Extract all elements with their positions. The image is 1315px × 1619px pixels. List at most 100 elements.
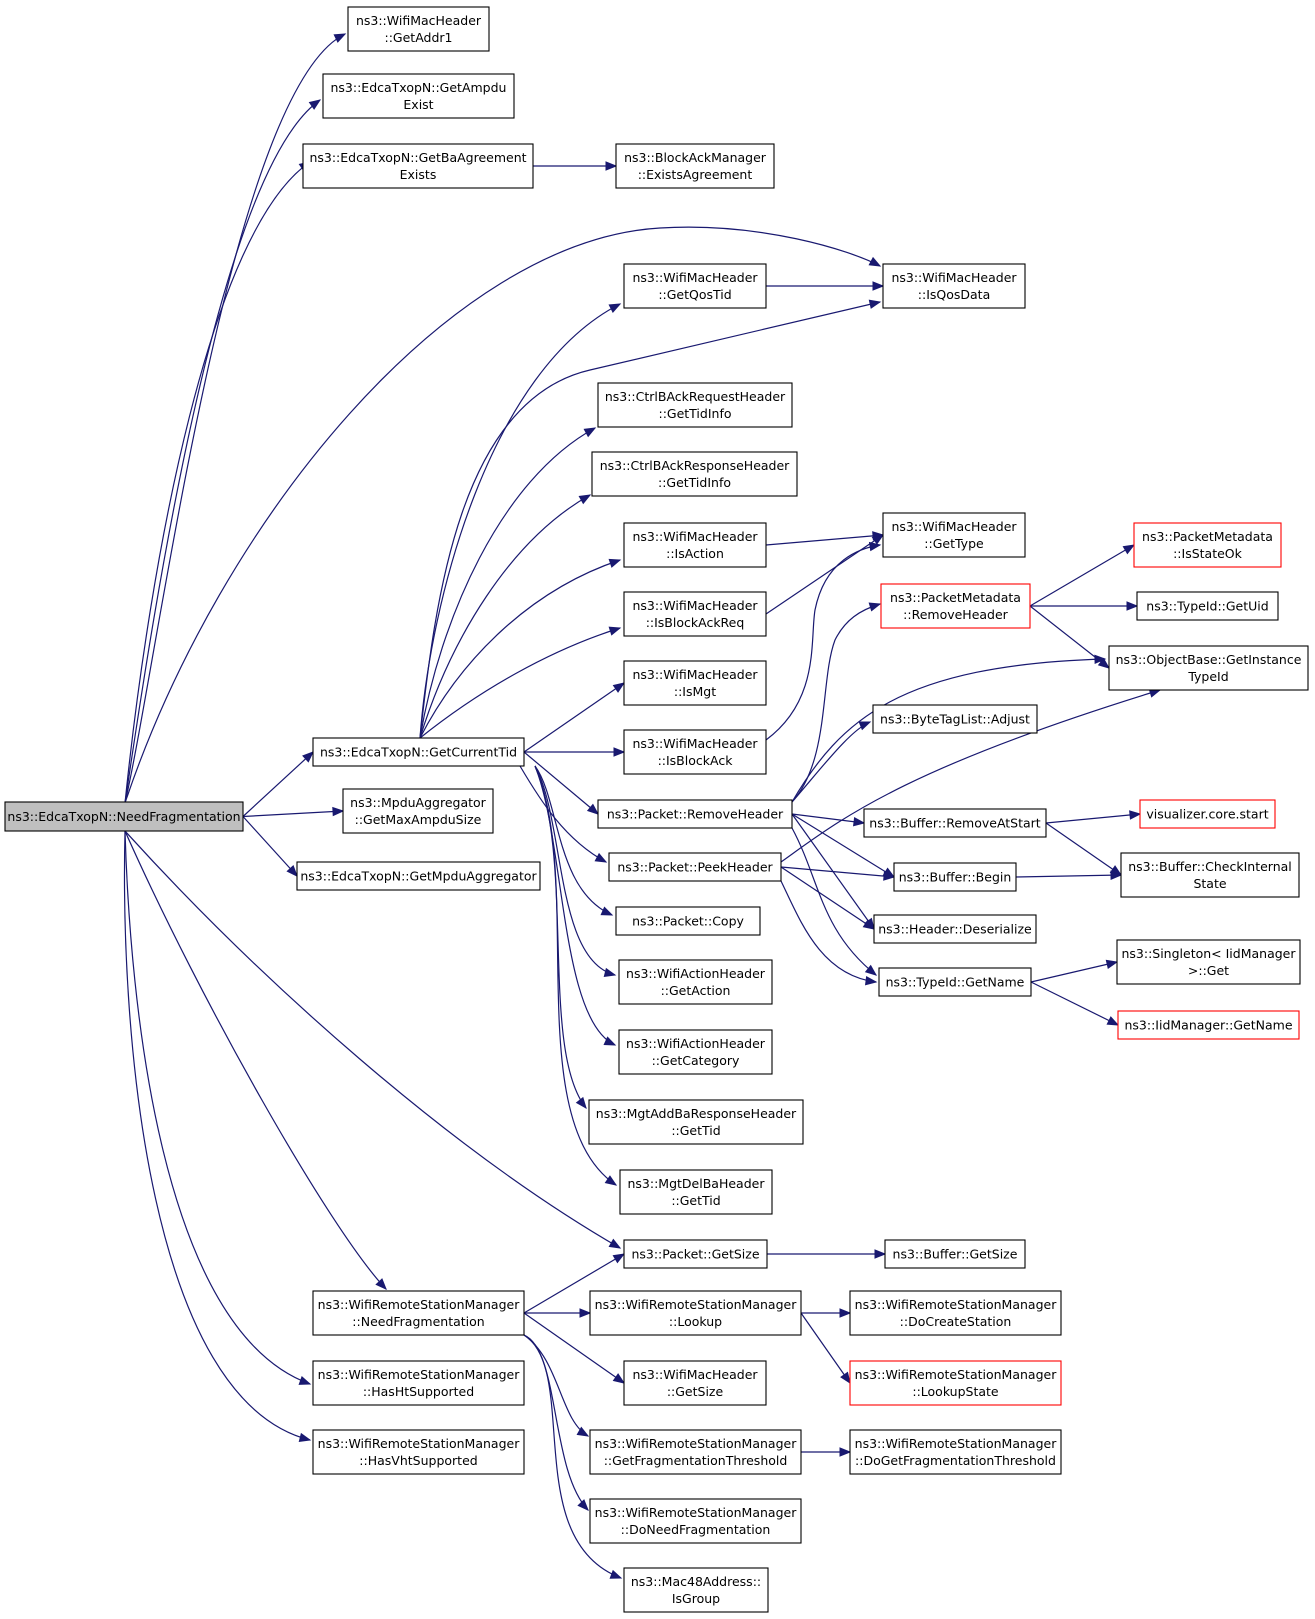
graph-node-n29[interactable]: ns3::Header::Deserialize — [873, 914, 1037, 944]
graph-node-n47[interactable]: ns3::WifiRemoteStationManager::DoGetFrag… — [849, 1429, 1062, 1475]
graph-node-n40[interactable]: ns3::WifiRemoteStationManager::Lookup — [589, 1290, 802, 1336]
graph-node-n38[interactable]: ns3::Buffer::GetSize — [884, 1239, 1026, 1269]
call-edge-n14-n10 — [765, 534, 885, 615]
graph-node-n6[interactable]: ns3::WifiMacHeader::IsQosData — [882, 263, 1026, 309]
graph-node-n48[interactable]: ns3::WifiRemoteStationManager::DoNeedFra… — [589, 1498, 802, 1544]
graph-node-n10[interactable]: ns3::WifiMacHeader::GetType — [882, 512, 1026, 558]
graph-node-n42[interactable]: ns3::WifiRemoteStationManager::HasHtSupp… — [312, 1360, 525, 1406]
call-edge-n18-n14 — [419, 626, 622, 739]
node-label: ns3::Buffer::CheckInternal — [1128, 859, 1292, 874]
node-label: ::IsBlockAck — [658, 753, 734, 768]
arrowhead — [333, 33, 347, 43]
call-edge-n0-n42 — [124, 830, 312, 1385]
call-edge-n46-n47 — [801, 1447, 852, 1457]
arrowhead — [1110, 870, 1123, 880]
call-edge-n0-n3 — [124, 161, 312, 804]
graph-node-n18[interactable]: ns3::EdcaTxopN::GetCurrentTid — [312, 737, 525, 767]
graph-node-n20[interactable]: ns3::Packet::RemoveHeader — [597, 799, 793, 829]
call-edge-n0-n2 — [124, 99, 322, 804]
arrowhead — [332, 806, 345, 817]
graph-node-n13[interactable]: ns3::TypeId::GetUid — [1136, 591, 1279, 621]
graph-node-n0[interactable]: ns3::EdcaTxopN::NeedFragmentation — [4, 801, 244, 832]
graph-node-n37[interactable]: ns3::Packet::GetSize — [623, 1239, 768, 1269]
graph-node-n8[interactable]: ns3::CtrlBAckResponseHeader::GetTidInfo — [591, 451, 798, 497]
graph-node-n36[interactable]: ns3::MgtDelBaHeader::GetTid — [619, 1169, 773, 1215]
graph-node-n28[interactable]: ns3::Packet::Copy — [615, 906, 761, 936]
node-label: ns3::Buffer::RemoveAtStart — [869, 816, 1041, 831]
call-edge-n25-n29 — [780, 866, 876, 930]
arrowhead — [609, 1569, 623, 1579]
node-label: ns3::IidManager::GetName — [1124, 1018, 1292, 1033]
graph-node-n45[interactable]: ns3::WifiRemoteStationManager::HasVhtSup… — [312, 1429, 525, 1475]
graph-node-n12[interactable]: ns3::PacketMetadata::RemoveHeader — [880, 583, 1031, 629]
arrowhead — [577, 1499, 589, 1511]
graph-node-n24[interactable]: ns3::EdcaTxopN::GetMpduAggregator — [296, 861, 541, 891]
node-label: ns3::EdcaTxopN::GetCurrentTid — [320, 745, 517, 760]
graph-node-n39[interactable]: ns3::WifiRemoteStationManager::NeedFragm… — [312, 1290, 525, 1336]
node-label: ::GetTidInfo — [658, 475, 731, 490]
graph-node-n49[interactable]: ns3::Mac48Address::IsGroup — [623, 1567, 769, 1613]
graph-node-n26[interactable]: ns3::Buffer::Begin — [893, 862, 1017, 892]
graph-node-n5[interactable]: ns3::WifiMacHeader::GetQosTid — [623, 263, 767, 309]
graph-node-n25[interactable]: ns3::Packet::PeekHeader — [608, 852, 782, 882]
graph-node-n43[interactable]: ns3::WifiMacHeader::GetSize — [623, 1360, 767, 1406]
node-label: ::LookupState — [912, 1384, 999, 1399]
call-edge-n18-n7 — [419, 427, 597, 739]
arrowhead — [604, 1175, 618, 1186]
node-label: ::HasVhtSupported — [359, 1453, 477, 1468]
node-label: ::GetTid — [671, 1193, 720, 1208]
node-label: ::Lookup — [669, 1314, 722, 1329]
graph-node-n41[interactable]: ns3::WifiRemoteStationManager::DoCreateS… — [849, 1290, 1062, 1336]
node-label: ::IsAction — [666, 546, 724, 561]
call-edge-n18-n36 — [534, 765, 618, 1186]
graph-node-n19[interactable]: ns3::WifiMacHeader::IsBlockAck — [623, 729, 767, 775]
graph-node-n23[interactable]: ns3::MpduAggregator::GetMaxAmpduSize — [342, 788, 494, 834]
graph-node-n46[interactable]: ns3::WifiRemoteStationManager::GetFragme… — [589, 1429, 802, 1475]
graph-node-n4[interactable]: ns3::BlockAckManager::ExistsAgreement — [615, 143, 775, 189]
node-label: ::GetTid — [671, 1123, 720, 1138]
node-label: ::GetCategory — [652, 1053, 740, 1068]
node-label: ns3::WifiActionHeader — [626, 966, 766, 981]
graph-node-n1[interactable]: ns3::WifiMacHeader::GetAddr1 — [347, 6, 490, 52]
node-label: ns3::TypeId::GetUid — [1146, 599, 1268, 614]
graph-node-n9[interactable]: ns3::WifiMacHeader::IsAction — [623, 522, 767, 568]
graph-node-n30[interactable]: ns3::WifiActionHeader::GetAction — [618, 959, 773, 1005]
call-edge-n37-n38 — [767, 1249, 887, 1259]
arrowhead — [868, 256, 882, 267]
graph-node-n16[interactable]: ns3::WifiMacHeader::IsMgt — [623, 660, 767, 706]
graph-node-n17[interactable]: ns3::ByteTagList::Adjust — [872, 704, 1038, 734]
graph-node-n21[interactable]: ns3::Buffer::RemoveAtStart — [863, 808, 1047, 838]
call-edge-n39-n48 — [523, 1334, 589, 1511]
node-label: ::DoCreateStation — [900, 1314, 1012, 1329]
node-label: >::Get — [1188, 963, 1229, 978]
node-label: ns3::WifiMacHeader — [632, 667, 758, 682]
graph-node-n32[interactable]: ns3::Singleton< IidManager>::Get — [1116, 939, 1301, 985]
graph-node-n34[interactable]: ns3::WifiActionHeader::GetCategory — [618, 1029, 773, 1075]
graph-node-n11[interactable]: ns3::PacketMetadata::IsStateOk — [1133, 522, 1282, 568]
node-label: ns3::Singleton< IidManager — [1121, 946, 1296, 961]
arrowhead — [612, 682, 626, 693]
arrowhead — [298, 1432, 312, 1443]
node-label: ::ExistsAgreement — [638, 167, 753, 182]
graph-node-n31[interactable]: ns3::TypeId::GetName — [878, 967, 1032, 997]
node-label: ::GetTidInfo — [658, 406, 731, 421]
node-label: ::GetAddr1 — [385, 30, 453, 45]
arrowhead — [864, 975, 878, 986]
graph-node-n35[interactable]: ns3::MgtAddBaResponseHeader::GetTid — [588, 1099, 804, 1145]
graph-node-n33[interactable]: ns3::IidManager::GetName — [1117, 1010, 1300, 1040]
graph-node-n7[interactable]: ns3::CtrlBAckRequestHeader::GetTidInfo — [597, 382, 793, 428]
node-label: ns3::WifiRemoteStationManager — [318, 1297, 521, 1312]
graph-node-n14[interactable]: ns3::WifiMacHeader::IsBlockAckReq — [623, 591, 767, 637]
node-label: ns3::MgtAddBaResponseHeader — [596, 1106, 797, 1121]
arrowhead — [308, 99, 322, 110]
node-label: ns3::WifiRemoteStationManager — [318, 1436, 521, 1451]
call-edge-n21-n22 — [1045, 810, 1142, 824]
arrowhead — [868, 541, 882, 552]
arrowhead — [583, 427, 597, 438]
graph-node-n22[interactable]: visualizer.core.start — [1139, 799, 1276, 829]
graph-node-n44[interactable]: ns3::WifiRemoteStationManager::LookupSta… — [849, 1360, 1062, 1406]
